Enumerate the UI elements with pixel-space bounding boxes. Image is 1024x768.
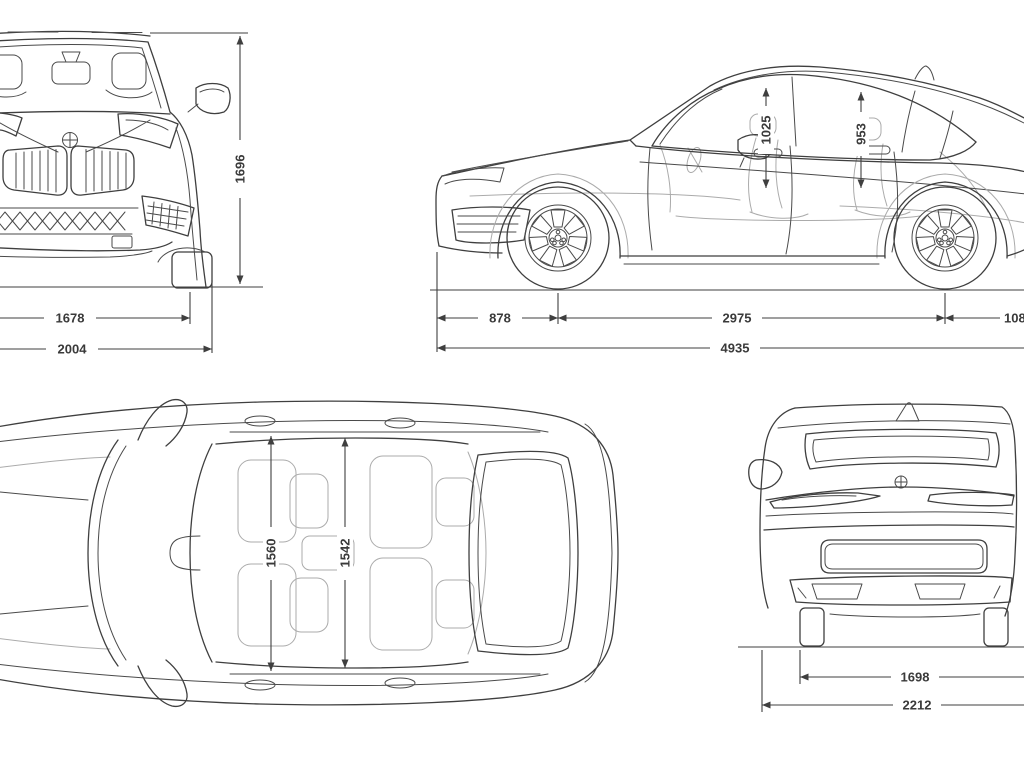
dim-front-headroom-label: 1025 [759, 116, 774, 145]
front-wheel [506, 186, 610, 290]
license-plate-recess [820, 539, 988, 574]
dim-width-label: 2004 [58, 342, 88, 357]
front-dimensions: 1696 1678 2004 [0, 32, 248, 357]
top-car-body [0, 398, 619, 708]
antenna-fin [914, 65, 935, 81]
headlight [0, 112, 179, 149]
front-intake [451, 206, 531, 244]
front-view-wheel [157, 247, 213, 289]
side-length-dimensions: 878 2975 108 4935 [436, 252, 1024, 356]
kidney-grille [2, 145, 135, 196]
fog-light-insert [141, 195, 195, 237]
rear-bmw-badge [894, 475, 908, 489]
side-view: 1025 953 878 2975 108 4935 [430, 65, 1024, 356]
top-interior-seats [237, 451, 487, 655]
rearview-mirror-top [169, 535, 201, 571]
dim-track-label: 1678 [56, 311, 85, 326]
rear-car-body [748, 402, 1018, 647]
dim-height-label: 1696 [233, 155, 248, 184]
dim-rear-width-label: 2212 [903, 698, 932, 713]
front-interior-headrests [0, 51, 153, 99]
top-dimensions: 1560 1542 [263, 436, 353, 671]
dim-length-label: 4935 [721, 341, 750, 356]
dim-front-shoulder-label: 1560 [264, 539, 279, 568]
top-view: 1560 1542 [0, 398, 619, 708]
rear-view: 1698 2212 [738, 402, 1024, 713]
side-mirror [187, 82, 231, 115]
rear-left-mirror [748, 458, 783, 490]
tow-hook-cover [111, 235, 133, 249]
side-interior-dimensions: 1025 953 [758, 88, 869, 188]
dim-front-overhang-label: 878 [489, 311, 511, 326]
bumper-mesh [0, 207, 139, 235]
rear-antenna-fin [895, 402, 920, 422]
dim-rear-overhang-label: 108 [1004, 311, 1024, 326]
rear-tires [799, 607, 1009, 647]
taillights [769, 491, 1015, 509]
side-car-body [435, 65, 1024, 290]
front-view: 1696 1678 2004 [0, 30, 263, 357]
top-side-mirrors [137, 398, 188, 708]
front-car-body [0, 30, 231, 289]
rear-dimensions: 1698 2212 [761, 650, 1024, 713]
dim-rear-shoulder-label: 1542 [338, 539, 353, 568]
rear-wheel [893, 186, 997, 290]
dim-rear-track-label: 1698 [901, 670, 930, 685]
side-headlight [442, 167, 505, 185]
dim-wheelbase-label: 2975 [723, 311, 752, 326]
rear-diffuser [789, 575, 1013, 606]
dim-rear-headroom-label: 953 [854, 123, 869, 145]
bmw-badge [62, 132, 78, 148]
